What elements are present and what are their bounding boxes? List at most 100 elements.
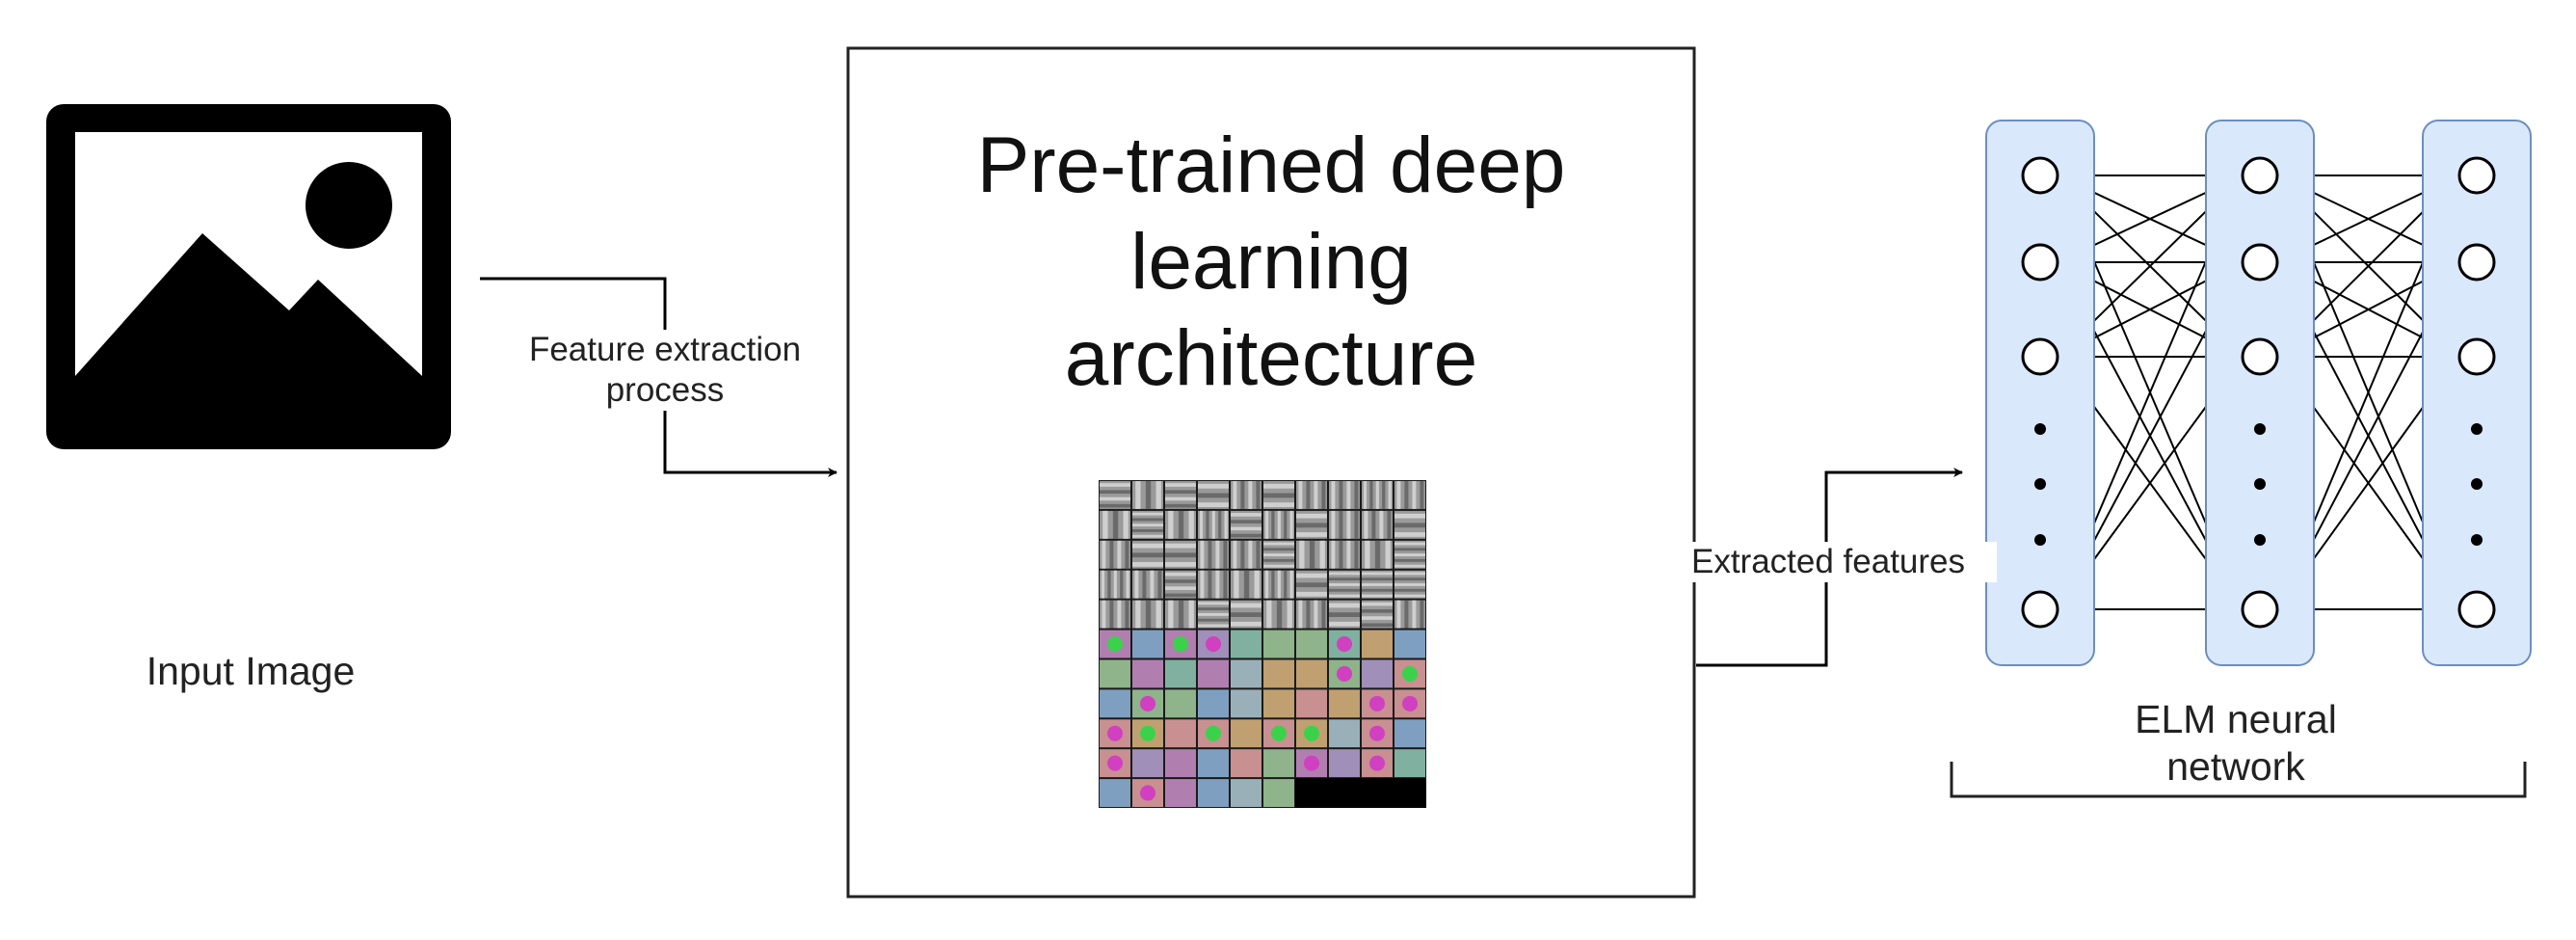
filter-cell <box>1100 570 1130 599</box>
filter-cell <box>1263 481 1294 509</box>
filter-cell <box>1132 600 1163 629</box>
filter-cell <box>1394 570 1425 599</box>
feature-extraction-label-line1: Feature extraction <box>528 331 802 368</box>
filter-cell <box>1329 689 1360 718</box>
ellipsis-dot <box>2471 423 2483 435</box>
filter-cell <box>1362 630 1393 658</box>
filter-cell <box>1329 570 1360 599</box>
neuron-node <box>2457 337 2496 376</box>
filter-cell <box>1263 600 1294 629</box>
filter-cell <box>1165 689 1196 718</box>
neuron-node <box>2241 156 2279 195</box>
filter-cell <box>1296 719 1327 748</box>
filter-cell <box>1329 659 1360 688</box>
filter-cell <box>1132 749 1163 778</box>
neuron-node <box>2021 243 2059 282</box>
filter-cell <box>1165 600 1196 629</box>
filter-cell <box>1165 481 1196 509</box>
filter-cell <box>1296 510 1327 539</box>
filter-cell <box>1263 510 1294 539</box>
neuron-node <box>2241 243 2279 282</box>
filter-cell <box>1132 570 1163 599</box>
elm-layer-1 <box>1985 120 2095 666</box>
filter-cell <box>1263 540 1294 569</box>
filter-cell <box>1100 630 1130 658</box>
filter-cell <box>1198 481 1229 509</box>
filter-cell <box>1362 540 1393 569</box>
architecture-title-line2: learning <box>1130 218 1412 307</box>
filter-cell <box>1394 481 1425 509</box>
filter-grid-thumbnail <box>1099 480 1426 808</box>
filter-cell <box>1263 630 1294 658</box>
elm-neural-network <box>1985 120 2532 666</box>
neuron-node <box>2021 337 2059 376</box>
filter-cell <box>1394 510 1425 539</box>
architecture-title-line3: architecture <box>1064 314 1478 403</box>
filter-cell <box>1362 510 1393 539</box>
neuron-node <box>2457 156 2496 195</box>
elm-layer-2 <box>2205 120 2315 666</box>
filter-cell <box>1165 659 1196 688</box>
filter-cell <box>1231 570 1261 599</box>
neuron-node <box>2241 337 2279 376</box>
ellipsis-dot <box>2034 423 2046 435</box>
filter-cell <box>1362 659 1393 688</box>
ellipsis-dot <box>2254 478 2266 490</box>
filter-cell <box>1165 749 1196 778</box>
filter-cell <box>1296 749 1327 778</box>
neuron-node <box>2241 590 2279 629</box>
filter-cell <box>1362 600 1393 629</box>
filter-cell <box>1165 719 1196 748</box>
filter-cell <box>1132 779 1163 807</box>
filter-cell <box>1231 719 1261 748</box>
filter-cell <box>1231 630 1261 658</box>
filter-cell <box>1231 689 1261 718</box>
filter-cell <box>1100 779 1130 807</box>
elm-label: ELM neural network <box>2091 696 2380 791</box>
filter-cell <box>1329 540 1360 569</box>
filter-cell <box>1198 719 1229 748</box>
filter-cell <box>1198 510 1229 539</box>
filter-cell <box>1394 659 1425 688</box>
filter-cell <box>1198 630 1229 658</box>
architecture-title: Pre-trained deep learning architecture <box>848 118 1694 407</box>
filter-cell <box>1296 570 1327 599</box>
filter-cell <box>1100 749 1130 778</box>
filter-cell <box>1296 689 1327 718</box>
filter-cell <box>1263 570 1294 599</box>
filter-cell <box>1100 659 1130 688</box>
filter-cell <box>1100 600 1130 629</box>
feature-extraction-label-line2: process <box>605 371 725 409</box>
filter-cell <box>1165 570 1196 599</box>
filter-cell <box>1231 659 1261 688</box>
filter-cell <box>1132 540 1163 569</box>
filter-cell <box>1100 719 1130 748</box>
filter-cell <box>1231 600 1261 629</box>
filter-cell <box>1362 570 1393 599</box>
filter-cell <box>1329 481 1360 509</box>
filter-cell <box>1263 719 1294 748</box>
filter-cell <box>1198 540 1229 569</box>
feature-extraction-label: Feature extraction process <box>496 330 834 411</box>
filter-grid-empty-block <box>1295 778 1426 808</box>
filter-cell <box>1198 749 1229 778</box>
filter-cell <box>1329 719 1360 748</box>
filter-cell <box>1198 600 1229 629</box>
filter-cell <box>1198 659 1229 688</box>
filter-cell <box>1394 630 1425 658</box>
filter-cell <box>1394 749 1425 778</box>
filter-cell <box>1165 540 1196 569</box>
filter-cell <box>1394 600 1425 629</box>
architecture-title-line1: Pre-trained deep <box>976 121 1566 209</box>
elm-layer-3 <box>2422 120 2532 666</box>
filter-cell <box>1198 689 1229 718</box>
filter-cell <box>1296 600 1327 629</box>
ellipsis-dot <box>2254 423 2266 435</box>
filter-cell <box>1263 659 1294 688</box>
filter-cell <box>1263 749 1294 778</box>
neuron-node <box>2457 590 2496 629</box>
filter-cell <box>1231 481 1261 509</box>
filter-cell <box>1100 510 1130 539</box>
filter-cell <box>1329 510 1360 539</box>
filter-cell <box>1394 540 1425 569</box>
